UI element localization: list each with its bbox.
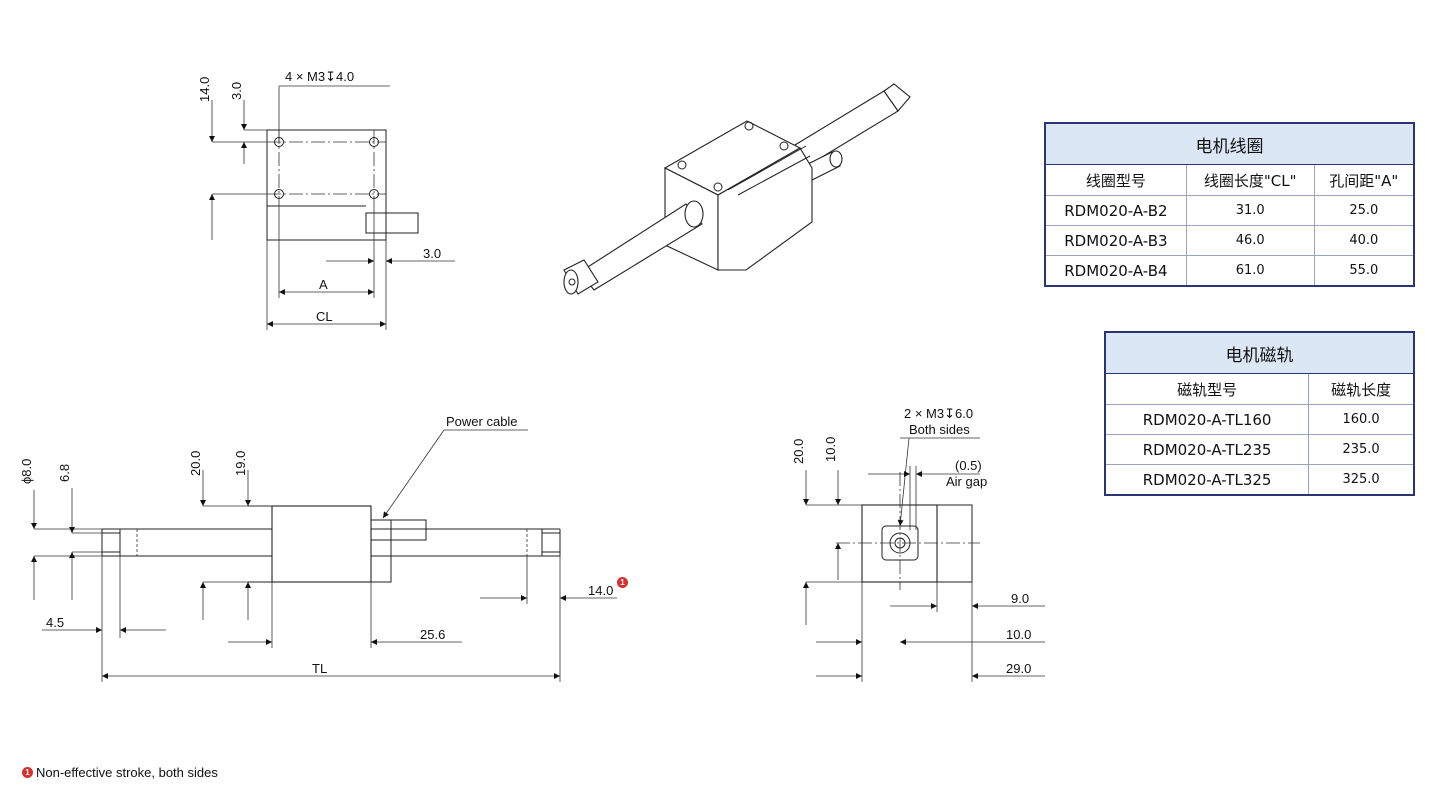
table-row: RDM020-A-TL325 325.0	[1104, 464, 1415, 496]
dim-3-horizontal: 3.0	[423, 246, 441, 261]
mount-hole	[369, 137, 379, 147]
end-dim-20: 20.0	[791, 439, 806, 464]
mount-hole	[274, 189, 284, 199]
end-dim-29: 29.0	[1006, 661, 1031, 676]
hole-callout: 4 × M3↧4.0	[285, 69, 354, 84]
non-effective-stroke-badge: 1	[617, 577, 628, 588]
table-row: RDM020-A-TL160 160.0	[1104, 404, 1415, 435]
rail-table-title: 电机磁轨	[1105, 332, 1414, 374]
table-row: RDM020-A-B3 46.0 40.0	[1044, 225, 1415, 256]
cell-value: 55.0	[1313, 255, 1415, 287]
end-view: 2 × M3↧6.0 Both sides (0.5) Air gap 20.0…	[791, 406, 1045, 682]
dim-cl: CL	[316, 309, 333, 324]
cell-value: 25.0	[1313, 195, 1415, 226]
dim-25-6: 25.6	[420, 627, 445, 642]
end-dim-10-vertical: 10.0	[823, 437, 838, 462]
coil-block	[271, 505, 372, 583]
coil-body-outline	[266, 129, 387, 241]
side-view: Power cable ϕ8.0 6.8 20.0 19.0 4.5	[19, 414, 617, 682]
cable-stub	[365, 212, 419, 234]
coil-header-model: 线圈型号	[1044, 164, 1187, 196]
rail-header-length: 磁轨长度	[1308, 373, 1415, 405]
rail-header-model: 磁轨型号	[1104, 373, 1310, 405]
footnote-text: Non-effective stroke, both sides	[36, 765, 218, 780]
cell-value: 31.0	[1185, 195, 1315, 226]
footnote: 1 Non-effective stroke, both sides	[22, 765, 218, 780]
coil-table-title: 电机线圈	[1045, 123, 1414, 165]
mount-hole	[369, 189, 379, 199]
cell-value: 235.0	[1308, 434, 1415, 465]
dim-19: 19.0	[233, 451, 248, 476]
end-dim-10-horizontal: 10.0	[1006, 627, 1031, 642]
cell-model: RDM020-A-B3	[1044, 225, 1187, 256]
air-gap-value: (0.5)	[955, 458, 982, 473]
cell-model: RDM020-A-B4	[1044, 255, 1187, 287]
end-hole-callout: 2 × M3↧6.0	[904, 406, 973, 421]
table-row: RDM020-A-B2 31.0 25.0	[1044, 195, 1415, 226]
coil-table: 电机线圈 线圈型号 线圈长度"CL" 孔间距"A" RDM020-A-B2 31…	[1044, 122, 1415, 287]
dim-14-side: 14.0	[588, 583, 613, 598]
power-cable-label: Power cable	[446, 414, 518, 429]
air-gap-label: Air gap	[946, 474, 987, 489]
cell-model: RDM020-A-B2	[1044, 195, 1187, 226]
dim-6-8: 6.8	[57, 464, 72, 482]
coil-header-spacing: 孔间距"A"	[1313, 164, 1415, 196]
dim-4-5: 4.5	[46, 615, 64, 630]
cell-value: 40.0	[1313, 225, 1415, 256]
table-row: RDM020-A-TL235 235.0	[1104, 434, 1415, 465]
top-view: 14.0 3.0 4 × M3↧4.0 3.0 A CL	[197, 69, 455, 330]
cell-model: RDM020-A-TL160	[1104, 404, 1310, 435]
dim-20: 20.0	[188, 451, 203, 476]
dim-3-vertical: 3.0	[229, 82, 244, 100]
end-dim-9: 9.0	[1011, 591, 1029, 606]
cell-model: RDM020-A-TL235	[1104, 434, 1310, 465]
table-row: RDM020-A-B4 61.0 55.0	[1044, 255, 1415, 287]
dim-tl: TL	[312, 661, 327, 676]
isometric-view	[563, 83, 911, 295]
footnote-badge: 1	[22, 767, 33, 778]
cell-model: RDM020-A-TL325	[1104, 464, 1310, 496]
coil-header-length: 线圈长度"CL"	[1185, 164, 1315, 196]
end-hole-callout-sub: Both sides	[909, 422, 970, 437]
dim-dia-8: ϕ8.0	[19, 459, 34, 484]
cell-value: 160.0	[1308, 404, 1415, 435]
end-coil-body	[861, 504, 938, 583]
cell-value: 325.0	[1308, 464, 1415, 496]
rail-table: 电机磁轨 磁轨型号 磁轨长度 RDM020-A-TL160 160.0 RDM0…	[1104, 331, 1415, 496]
dim-a: A	[319, 277, 328, 292]
cell-value: 61.0	[1185, 255, 1315, 287]
cell-value: 46.0	[1185, 225, 1315, 256]
dim-14: 14.0	[197, 77, 212, 102]
